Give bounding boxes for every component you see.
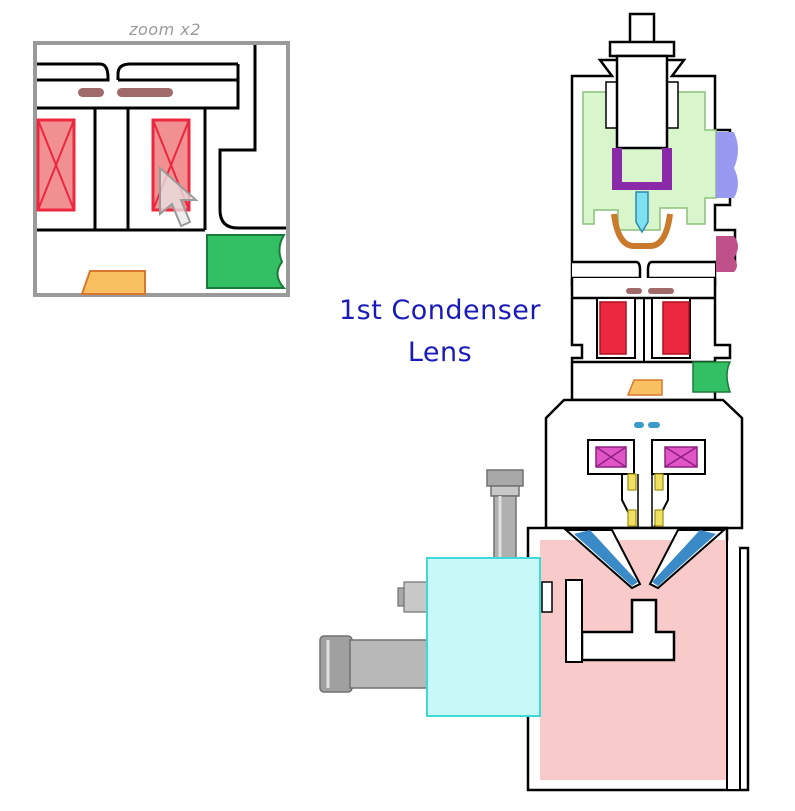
anode-right (646, 260, 715, 280)
stigmators (627, 473, 664, 527)
objective-coil-right (664, 446, 698, 468)
objective-aperture-left (634, 422, 644, 428)
lens-label-line1: 1st Condenser (338, 295, 542, 326)
cathode (612, 148, 672, 190)
detector-large (319, 635, 431, 693)
condenser-section (570, 278, 732, 402)
zoom-right-wall (218, 45, 286, 230)
zoom-orange-block (80, 270, 146, 295)
gun-port-upper (716, 132, 738, 198)
gun-port-lower (716, 236, 738, 272)
condenser-green-port (692, 361, 732, 393)
detector-small (397, 581, 429, 613)
pole-piece-right (652, 530, 716, 586)
chamber-wall-right (726, 540, 741, 791)
detector-upper (486, 469, 524, 559)
objective-housing (544, 398, 744, 530)
specimen-stage (580, 598, 676, 662)
electron-gun (570, 12, 738, 287)
cyan-detector-box (426, 557, 541, 717)
objective-section (544, 398, 744, 548)
zoom-aperture-right (117, 88, 173, 97)
condenser-aperture-right (648, 288, 674, 294)
zoom-caption: zoom x2 (129, 20, 201, 39)
emitter-tip (635, 191, 649, 234)
zoom-inset-content (37, 45, 286, 232)
specimen-chamber (526, 526, 750, 792)
condenser-orange-block (626, 379, 663, 396)
anode-left (572, 260, 642, 280)
lens-label: 1st Condenser Lens (310, 290, 570, 374)
gun-shaft (628, 12, 656, 46)
condenser-aperture-left (626, 288, 642, 294)
zoom-top-plate-right (116, 62, 238, 80)
zoom-green-port (206, 234, 287, 289)
cathode-holder (615, 54, 669, 150)
cursor-arrow-icon (159, 165, 199, 228)
zoom-upper-wall (37, 64, 240, 110)
gun-collar (608, 40, 676, 58)
stage-rail (565, 579, 583, 663)
condenser-coil-left (599, 301, 627, 355)
condenser-coil-right (662, 301, 690, 355)
pole-piece-left (574, 530, 638, 586)
zoom-coil-left (36, 118, 76, 212)
zoom-top-plate-left (37, 62, 110, 82)
zoom-inset (33, 41, 290, 297)
zoom-aperture-left (78, 88, 104, 97)
lens-label-line2: Lens (407, 337, 473, 368)
chamber-bracket (541, 581, 553, 613)
objective-coil-left (595, 446, 627, 468)
wehnelt (611, 213, 673, 249)
objective-aperture-right (648, 422, 660, 428)
